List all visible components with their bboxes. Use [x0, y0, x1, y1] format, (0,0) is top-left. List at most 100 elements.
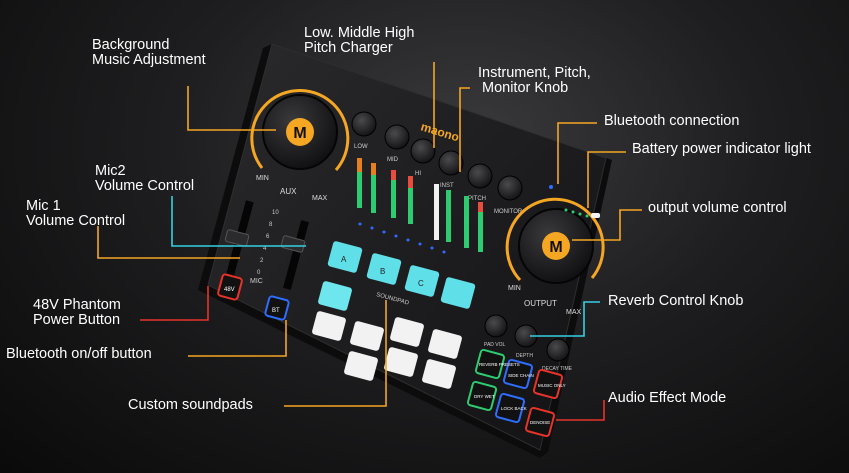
- callout-battery-light: Battery power indicator light: [632, 142, 811, 157]
- effect-knob-pad-vol: PAD VOL: [484, 342, 506, 348]
- callout-instrument-pitch: Instrument, Pitch, Monitor Knob: [478, 66, 591, 96]
- callout-audio-effect: Audio Effect Mode: [608, 391, 726, 406]
- knob-label-low: LOW: [354, 144, 368, 150]
- callout-line: Background: [92, 37, 170, 53]
- fader-scale: 10 8 6 4 2 0: [257, 210, 279, 276]
- svg-text:M: M: [293, 125, 306, 142]
- callout-phantom-power: 48V Phantom Power Button: [33, 298, 121, 328]
- callout-bluetooth-connection: Bluetooth connection: [604, 114, 739, 129]
- knob-label-hi: HI: [415, 171, 421, 177]
- effect-btn-drywet: DRY WET: [474, 394, 495, 399]
- eq-knobs[interactable]: [351, 111, 523, 201]
- line-reverb: [530, 301, 600, 337]
- callout-mic1: Mic 1 Volume Control: [26, 199, 125, 229]
- effect-knobs[interactable]: [484, 314, 570, 362]
- line-battery: [587, 151, 626, 208]
- battery-indicator: [564, 208, 589, 218]
- line-bluetooth-connection: [557, 122, 597, 184]
- callout-low-middle-high: Low. Middle High Pitch Charger: [304, 26, 414, 56]
- svg-text:M: M: [549, 239, 562, 256]
- callout-line: output volume control: [648, 200, 787, 216]
- callout-line: Low. Middle High: [304, 25, 415, 41]
- scale-8: 8: [269, 222, 273, 228]
- effect-knob-depth: DEPTH: [516, 353, 533, 359]
- effect-button-labels: REVERB PRESETS SIDE CHAIN MUSIC ONLY DRY…: [474, 362, 566, 425]
- callout-soundpads: Custom soundpads: [128, 398, 253, 413]
- out-min-label: MIN: [508, 285, 521, 292]
- soundpads-abc[interactable]: A B C: [327, 241, 476, 310]
- callout-line: Custom soundpads: [128, 397, 253, 413]
- callout-line: Monitor Knob: [482, 80, 569, 96]
- line-instrument-pitch: [459, 87, 470, 172]
- callout-mic2: Mic2 Volume Control: [95, 164, 194, 194]
- pad-label-a: A: [341, 255, 347, 264]
- svg-text:48V: 48V: [224, 287, 235, 293]
- blue-indicator-row: [358, 222, 446, 254]
- pad-label-c: C: [418, 279, 424, 288]
- soundpads-white[interactable]: [311, 281, 462, 390]
- svg-text:BT: BT: [272, 308, 280, 314]
- callout-line: Volume Control: [95, 178, 195, 194]
- battery-switch[interactable]: [591, 213, 600, 218]
- mic1-fader[interactable]: [224, 200, 254, 276]
- knob-label-mid: MID: [387, 157, 399, 163]
- effect-buttons[interactable]: [466, 348, 564, 438]
- effect-btn-side: SIDE CHAIN: [508, 373, 534, 378]
- scale-10: 10: [272, 210, 279, 216]
- line-audio-effect: [556, 400, 605, 421]
- line-mic1: [97, 226, 240, 259]
- callout-line: Mic 1: [26, 198, 61, 214]
- mic-label: MIC: [250, 278, 263, 285]
- output-knob[interactable]: M: [505, 197, 605, 284]
- callout-line: Bluetooth on/off button: [6, 346, 152, 362]
- bluetooth-indicator: [549, 185, 553, 189]
- effect-knob-decay: DECAY TIME: [542, 366, 573, 372]
- callout-line: Pitch Charger: [304, 40, 393, 56]
- effect-knob-labels: PAD VOL DEPTH DECAY TIME: [484, 342, 573, 372]
- effect-btn-lock: LOCK BACK: [501, 406, 527, 411]
- callout-line: Instrument, Pitch,: [478, 65, 591, 81]
- line-soundpads: [284, 300, 387, 407]
- callout-line: Music Adjustment: [92, 52, 206, 68]
- aux-max-label: MAX: [312, 195, 328, 202]
- led-meters: [357, 158, 483, 252]
- mic2-fader[interactable]: [280, 220, 309, 290]
- knob-label-inst: INST: [440, 183, 454, 189]
- callout-bluetooth-onoff: Bluetooth on/off button: [6, 347, 152, 362]
- eq-knob-labels: LOW MID HI INST PITCH MONITOR: [354, 144, 523, 215]
- callout-line: Battery power indicator light: [632, 141, 811, 157]
- scale-4: 4: [263, 246, 267, 252]
- aux-knob[interactable]: M: [250, 88, 350, 171]
- effect-btn-denoise: DENOISE: [530, 420, 550, 425]
- scale-2: 2: [260, 258, 264, 264]
- knob-label-monitor: MONITOR: [494, 209, 523, 215]
- aux-label: AUX: [280, 187, 297, 196]
- aux-min-label: MIN: [256, 175, 269, 182]
- out-label: OUTPUT: [524, 299, 557, 308]
- scale-6: 6: [266, 234, 270, 240]
- pad-label-b: B: [380, 267, 385, 276]
- line-background-music: [187, 86, 276, 131]
- callout-line: Volume Control: [26, 213, 126, 229]
- callout-line: Mic2: [95, 163, 126, 179]
- bt-button[interactable]: BT: [264, 295, 290, 321]
- line-bt-onoff: [188, 320, 287, 357]
- 48v-button[interactable]: 48V: [217, 273, 243, 301]
- line-mic2: [171, 196, 306, 247]
- line-output-volume: [572, 209, 642, 241]
- knob-label-pitch: PITCH: [468, 196, 486, 202]
- callout-output-volume: output volume control: [648, 201, 787, 216]
- callout-line: Power Button: [33, 312, 121, 328]
- effect-btn-reverb: REVERB PRESETS: [479, 362, 520, 367]
- effect-btn-music: MUSIC ONLY: [538, 383, 566, 388]
- line-48v: [140, 286, 209, 321]
- out-max-label: MAX: [566, 309, 582, 316]
- callout-line: Bluetooth connection: [604, 113, 740, 129]
- callout-background-music: Background Music Adjustment: [92, 38, 206, 68]
- callout-line: Reverb Control Knob: [608, 293, 744, 309]
- callout-reverb-knob: Reverb Control Knob: [608, 294, 743, 309]
- callout-line: Audio Effect Mode: [608, 390, 727, 406]
